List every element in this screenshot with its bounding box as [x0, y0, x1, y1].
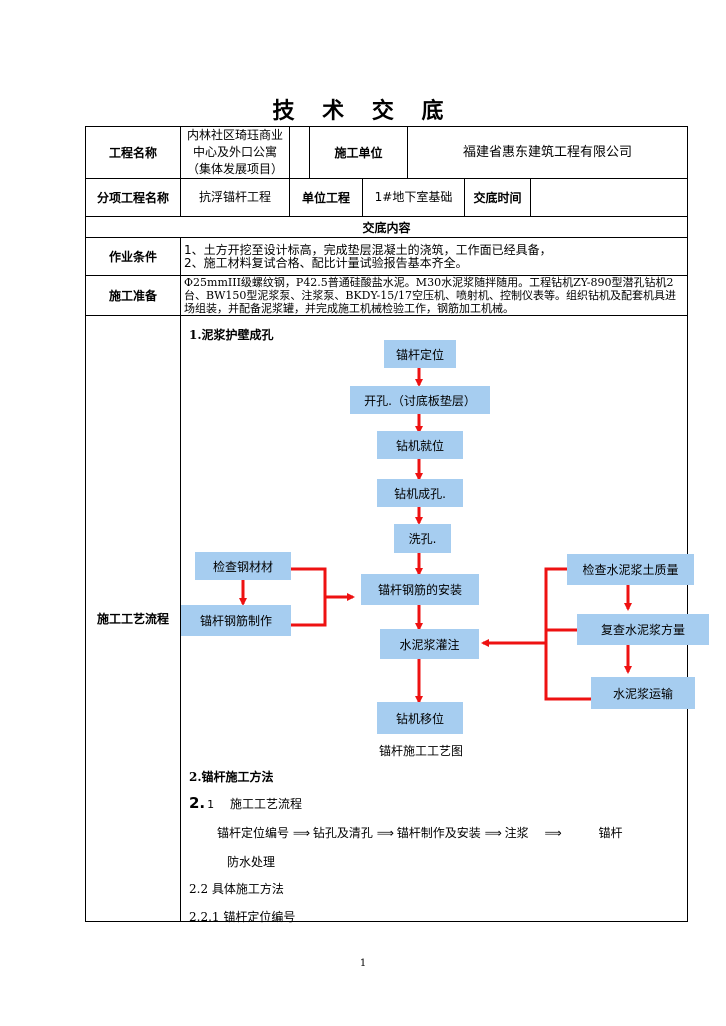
flow-item-1: 锚杆定位编号 [217, 826, 290, 840]
unit-project-label: 单位工程 [289, 178, 364, 217]
construction-unit-label: 施工单位 [309, 126, 409, 179]
handover-time-value [530, 178, 689, 217]
flow-arrow-4: ⟹ [544, 826, 561, 840]
page-number: 1 [359, 958, 367, 969]
bracket-left [291, 567, 327, 627]
box-transport: 水泥浆运输 [591, 677, 695, 709]
flow-item-3: 锚杆制作及安装 [396, 826, 481, 840]
flow-arrow-3: ⟹ [484, 826, 502, 840]
content-header: 交底内容 [84, 216, 689, 238]
process-flow-label: 施工工艺流程 [85, 315, 181, 922]
construction-prep-text: Φ25mmIII级螺纹钢，P42.5普通硅酸盐水泥。M30水泥浆随拌随用。工程钻… [179, 275, 689, 316]
work-conditions-label: 作业条件 [85, 237, 181, 276]
process-flow-content: 1.泥浆护壁成孔 [179, 315, 709, 924]
flowchart-arrows [239, 367, 632, 704]
diagram-caption: 锚杆施工工艺图 [379, 744, 464, 758]
box-grouting: 水泥浆灌注 [380, 629, 479, 659]
handover-time-label: 交底时间 [464, 178, 532, 217]
section21-num: 2. [189, 794, 206, 812]
box-wash-hole: 洗孔. [394, 524, 451, 553]
box-drilling-hole: 开孔.（讨底板垫层） [350, 386, 490, 414]
section1-title: 1.泥浆护壁成孔 [189, 328, 274, 342]
flow-item-2: 钻孔及清孔 [312, 826, 373, 840]
subproject-label: 分项工程名称 [85, 178, 181, 217]
flow-last-line: 防水处理 [227, 855, 276, 869]
work-conditions-text: 1、土方开挖至设计标高，完成垫层混凝土的浇筑，工作面已经具备， 2、施工材料复试… [179, 237, 689, 276]
section21-title: 施工工艺流程 [229, 797, 302, 811]
project-name-value: 内林社区琦珏商业中心及外口公寓（集体发展项目） [179, 126, 291, 179]
box-rig-form-hole: 钻机成孔. [377, 479, 463, 507]
section22: 2.2 具体施工方法 [189, 882, 284, 896]
box-rig-in-place: 钻机就位 [377, 431, 463, 459]
flow-item-4: 注浆 [504, 826, 529, 840]
bracket-right [544, 567, 591, 701]
box-install-rebar: 锚杆钢筋的安装 [361, 574, 479, 605]
section21-sub: 1 [207, 798, 215, 811]
work-conditions-line1: 1、土方开挖至设计标高，完成垫层混凝土的浇筑，工作面已经具备， [184, 242, 552, 257]
box-make-rebar: 锚杆钢筋制作 [181, 605, 291, 636]
flow-arrow-1: ⟹ [292, 826, 310, 840]
unit-project-value: 1#地下室基础 [362, 178, 466, 217]
construction-prep-label: 施工准备 [85, 275, 181, 316]
section2-title: 2.锚杆施工方法 [189, 770, 274, 784]
section221: 2.2.1 锚杆定位编号 [189, 910, 296, 924]
construction-unit-value: 福建省惠东建筑工程有限公司 [407, 126, 689, 179]
box-recheck-amount: 复查水泥浆方量 [577, 614, 709, 645]
subproject-value: 抗浮锚杆工程 [179, 178, 291, 217]
box-inspect-steel: 检查钢材材 [195, 552, 291, 580]
box-move-rig: 钻机移位 [377, 702, 463, 734]
project-name-label: 工程名称 [85, 126, 181, 179]
section21-heading: 2.1 施工工艺流程 [189, 794, 302, 812]
flow-arrow-2: ⟹ [376, 826, 394, 840]
document-title: 技 术 交 底 [272, 98, 454, 124]
work-conditions-line2: 2、施工材料复试合格、配比计量试验报告基本齐全。 [184, 255, 468, 270]
box-positioning: 锚杆定位 [384, 340, 456, 368]
handover-table: 工程名称 内林社区琦珏商业中心及外口公寓（集体发展项目） 施工单位 福建省惠东建… [84, 126, 709, 924]
flow-item-5: 锚杆 [598, 826, 623, 840]
box-check-quality: 检查水泥浆土质量 [567, 554, 694, 585]
flow-line: 锚杆定位编号 ⟹ 钻孔及清孔 ⟹ 锚杆制作及安装 ⟹ 注浆 ⟹ 锚杆 [217, 824, 623, 841]
